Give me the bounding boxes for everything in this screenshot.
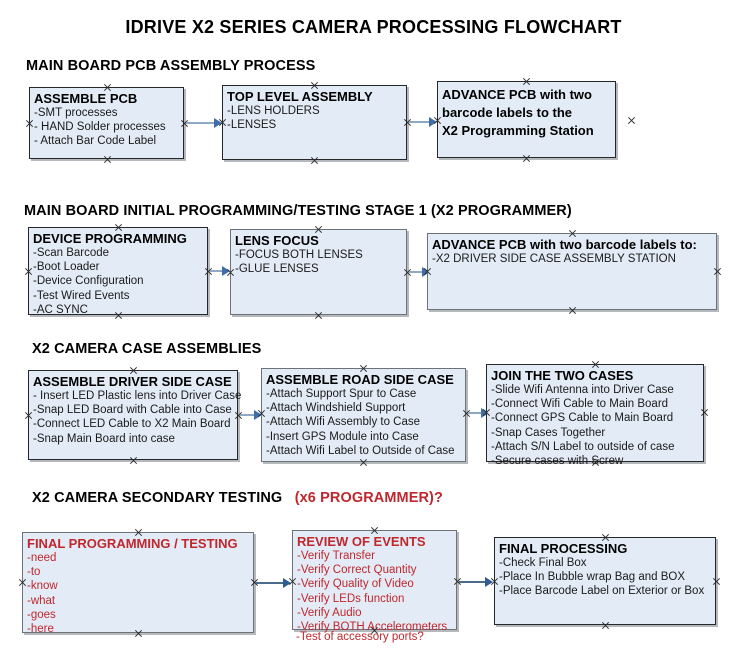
page-title: IDRIVE X2 SERIES CAMERA PROCESSING FLOWC… [125, 17, 622, 37]
node-line: -Snap Main Board into case [33, 432, 175, 445]
connector-arrow [468, 412, 487, 414]
node-assemble-pcb[interactable]: ASSEMBLE PCB -SMT processes - HAND Solde… [29, 87, 184, 159]
connector-arrow [459, 581, 491, 583]
node-line: -Attach S/N Label to outside of case [491, 440, 675, 453]
node-title: ASSEMBLE DRIVER SIDE CASE [33, 374, 232, 389]
node-device-programming[interactable]: DEVICE PROGRAMMING -Scan Barcode -Boot L… [28, 227, 208, 316]
node-line: -Snap Cases Together [491, 426, 606, 439]
section-heading-main-board-initial-programming: MAIN BOARD INITIAL PROGRAMMING/TESTING S… [24, 203, 572, 219]
connector-arrow [186, 122, 220, 124]
section-heading-text: MAIN BOARD PCB ASSEMBLY PROCESS [26, 58, 316, 74]
node-title: ASSEMBLE ROAD SIDE CASE [266, 372, 454, 387]
node-review-of-events[interactable]: REVIEW OF EVENTS -Verify Transfer -Verif… [292, 530, 457, 633]
node-line: -goes [27, 608, 56, 621]
node-line: -Snap LED Board with Cable into Case [33, 404, 232, 417]
node-line: -Verify LEDs function [297, 592, 405, 605]
node-line: -Insert GPS Module into Case [266, 430, 419, 443]
node-overflow-line: -Test of accessory ports? [296, 631, 424, 643]
node-advance-pcb-x2-programming-station[interactable]: ADVANCE PCB with two barcode labels to t… [437, 81, 616, 158]
node-line: - Insert LED Plastic lens into Driver Ca… [33, 390, 242, 402]
node-line: -what [27, 594, 56, 607]
node-line: -SMT processes [34, 107, 118, 119]
section-heading-text: X2 CAMERA CASE ASSEMBLIES [32, 341, 262, 357]
node-title: FINAL PROCESSING [499, 541, 628, 556]
section-heading-text: MAIN BOARD INITIAL PROGRAMMING/TESTING S… [24, 203, 572, 219]
node-line: -Slide Wifi Antenna into Driver Case [491, 384, 674, 396]
node-title: TOP LEVEL ASSEMBLY [227, 89, 373, 104]
section-heading-accent: (x6 PROGRAMMER)? [294, 490, 443, 506]
arrow-head-icon [214, 118, 222, 128]
node-advance-pcb-driver-side-case[interactable]: ADVANCE PCB with two barcode labels to: … [427, 233, 717, 310]
node-line: -Connect Wifi Cable to Main Board [491, 398, 669, 411]
connector-arrow [240, 414, 260, 416]
node-line: - Attach Bar Code Label [34, 135, 157, 148]
node-line: -LENSES [227, 119, 277, 132]
node-line: -AC SYNC [33, 303, 88, 316]
node-line: -LENS HOLDERS [227, 105, 320, 117]
node-line: barcode labels to the [442, 105, 573, 120]
node-line: -Attach Wifi Label to Outside of Case [266, 444, 455, 457]
node-line: -Verify Correct Quantity [297, 564, 417, 577]
node-title: DEVICE PROGRAMMING [33, 231, 187, 246]
arrow-head-icon [254, 410, 262, 420]
node-line: -Place In Bubble wrap Bag and BOX [499, 571, 686, 584]
node-line: -FOCUS BOTH LENSES [235, 249, 363, 261]
arrow-head-icon [481, 408, 489, 418]
arrow-head-icon [283, 578, 291, 588]
node-top-level-assembly[interactable]: TOP LEVEL ASSEMBLY -LENS HOLDERS -LENSES [222, 85, 407, 160]
arrow-head-icon [422, 267, 430, 277]
section-heading-x2-camera-secondary-testing: X2 CAMERA SECONDARY TESTING (x6 PROGRAMM… [32, 490, 443, 506]
node-line: -Test Wired Events [33, 289, 130, 302]
node-line: -Verify BOTH Accelerometers [297, 621, 448, 634]
section-heading-main-board-pcb-assembly: MAIN BOARD PCB ASSEMBLY PROCESS [26, 58, 315, 74]
node-line: -Connect GPS Cable to Main Board [491, 412, 674, 425]
node-join-the-two-cases[interactable]: JOIN THE TWO CASES -Slide Wifi Antenna i… [486, 364, 704, 467]
node-line: -need [27, 552, 57, 564]
node-line: -Place Barcode Label on Exterior or Box [499, 585, 705, 598]
node-line: -Attach Support Spur to Case [266, 388, 417, 400]
section-heading-x2-camera-case-assemblies: X2 CAMERA CASE ASSEMBLIES [32, 341, 261, 357]
arrow-head-icon [222, 266, 230, 276]
node-final-programming-testing[interactable]: FINAL PROGRAMMING / TESTING -need -to -k… [22, 532, 254, 636]
node-line: - HAND Solder processes [34, 121, 166, 134]
node-line: -Scan Barcode [33, 247, 110, 259]
arrow-head-icon [429, 117, 437, 127]
node-title: ASSEMBLE PCB [34, 91, 138, 106]
node-line: -know [27, 580, 58, 593]
node-title: LENS FOCUS [235, 233, 319, 248]
node-line: -Check Final Box [499, 557, 587, 569]
connector-arrow [409, 121, 435, 123]
node-title: ADVANCE PCB with two barcode labels to: [432, 237, 697, 252]
node-line: -GLUE LENSES [235, 263, 319, 276]
node-line: -Secure cases with Screw [491, 455, 624, 468]
node-line: -Attach Wifi Assembly to Case [266, 416, 421, 429]
node-title: JOIN THE TWO CASES [491, 368, 634, 383]
node-line: -Verify Transfer [297, 550, 375, 562]
node-line: -here [27, 623, 54, 636]
node-title: FINAL PROGRAMMING / TESTING [27, 536, 238, 551]
node-final-processing[interactable]: FINAL PROCESSING -Check Final Box -Place… [494, 537, 716, 625]
node-line: -Connect LED Cable to X2 Main Board [33, 418, 231, 431]
connector-arrow [256, 582, 289, 584]
node-line: -Attach Windshield Support [266, 402, 406, 415]
node-line: -Verify Audio [297, 606, 362, 619]
section-heading-text: X2 CAMERA SECONDARY TESTING [32, 490, 283, 506]
node-line: ADVANCE PCB with two [442, 87, 592, 102]
connection-handle-right[interactable] [627, 116, 636, 125]
node-line: -Verify Quality of Video [297, 578, 414, 591]
node-line: X2 Programming Station [442, 123, 594, 138]
arrow-head-icon [485, 577, 493, 587]
node-line: -X2 DRIVER SIDE CASE ASSEMBLY STATION [432, 253, 676, 265]
node-line: -Device Configuration [33, 275, 144, 288]
connector-arrow [409, 271, 428, 273]
node-assemble-road-side-case[interactable]: ASSEMBLE ROAD SIDE CASE -Attach Support … [261, 368, 466, 462]
connector-arrow [210, 270, 228, 272]
node-line: -to [27, 566, 41, 579]
node-assemble-driver-side-case[interactable]: ASSEMBLE DRIVER SIDE CASE - Insert LED P… [28, 370, 242, 460]
node-line: -Boot Loader [33, 261, 100, 274]
node-title: REVIEW OF EVENTS [297, 534, 426, 549]
node-lens-focus[interactable]: LENS FOCUS -FOCUS BOTH LENSES -GLUE LENS… [230, 229, 407, 315]
